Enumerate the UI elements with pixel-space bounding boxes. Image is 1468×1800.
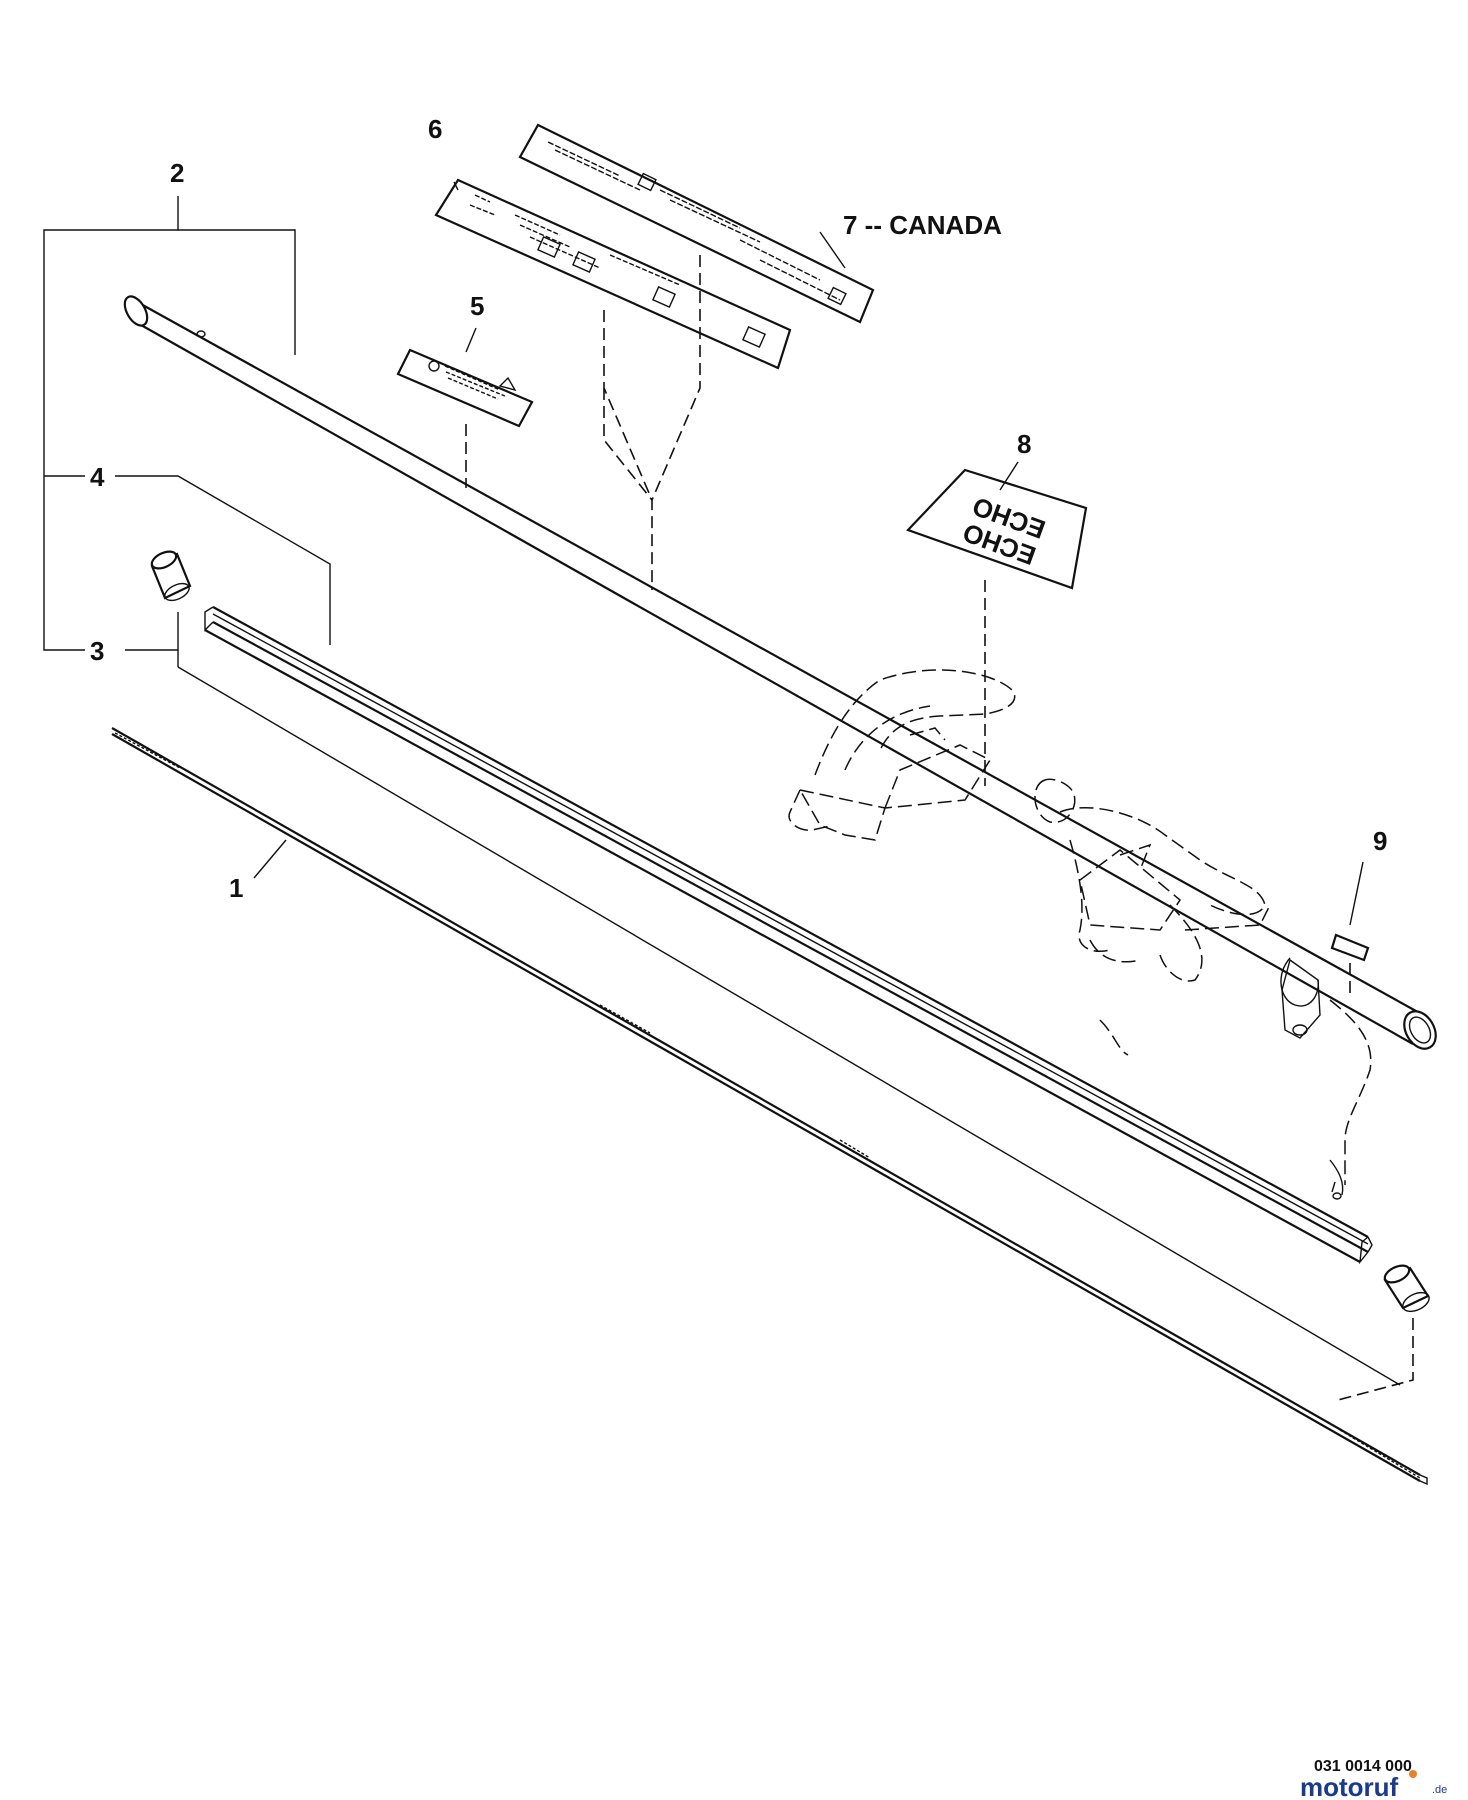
decal-leaders [465,255,1414,1401]
callout-5: 5 [470,291,484,321]
handle-ghost [788,669,1271,1056]
callout-3: 3 [90,636,104,666]
drive-cable [111,727,1428,1486]
decal-7-canada [518,123,875,324]
decal-6 [434,178,792,370]
bushing-top [150,550,192,602]
drawing-number: 031 0014 000 [1314,1758,1412,1775]
callout-7-canada: 7 -- CANADA [843,210,1002,240]
watermark-dot [1409,1770,1417,1778]
callout-4: 4 [90,462,105,492]
watermark: motoruf .de [1300,1770,1447,1800]
decal-5 [396,348,534,428]
callout-1: 1 [229,873,243,903]
throttle-clip-housing [1280,957,1372,1200]
group-bracket [43,196,296,651]
callout-6: 6 [428,114,442,144]
watermark-tld: .de [1432,1784,1447,1796]
callout-8: 8 [1017,429,1031,459]
decal-8-echo: ECHO ECHO [906,468,1088,590]
callout-9: 9 [1373,826,1387,856]
decal-9 [1330,933,1370,962]
watermark-brand: motoruf [1300,1772,1399,1800]
outer-tube [123,295,1437,1050]
liner [204,606,1373,1265]
bushing-bottom [1383,1264,1430,1313]
callout-leaders [115,181,1401,1386]
callout-2: 2 [170,158,184,188]
